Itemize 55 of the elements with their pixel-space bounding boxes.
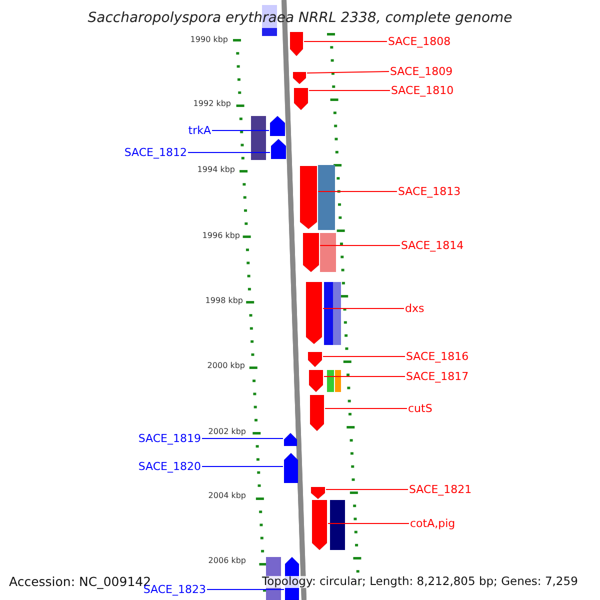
gene-label: SACE_1810	[391, 85, 454, 96]
gene-label: dxs	[405, 303, 424, 314]
gene-label: SACE_1817	[406, 371, 469, 382]
gene-symbol	[310, 395, 324, 431]
gene-label: SACE_1820	[138, 461, 201, 472]
leader-line	[322, 356, 406, 357]
scale-label: 1996 kbp	[202, 232, 240, 240]
gene-label: SACE_1812	[124, 147, 187, 158]
gene-symbol	[303, 233, 319, 272]
gene-label: cutS	[408, 403, 432, 414]
leader-line	[212, 130, 270, 131]
scale-label: 2004 kbp	[208, 492, 246, 500]
topology-text: Topology: circular; Length: 8,212,805 bp; Genes: 7,259	[262, 576, 578, 588]
leader-line	[306, 71, 390, 74]
scale-label: 1990 kbp	[190, 36, 228, 44]
scale-label: 1992 kbp	[193, 100, 231, 108]
scale-label: 2002 kbp	[208, 428, 246, 436]
gene-symbol	[300, 166, 317, 229]
leader-line	[324, 408, 408, 409]
title: Saccharopolyspora erythraea NRRL 2338, complete genome	[86, 11, 514, 25]
scale-label: 2000 kbp	[207, 362, 245, 370]
gene-symbol	[293, 72, 306, 84]
leader-line	[202, 466, 284, 467]
gene-symbol	[308, 352, 322, 367]
scale-label: 2006 kbp	[208, 557, 246, 565]
gene-symbol	[284, 453, 298, 483]
gene-label: trkA	[188, 125, 211, 136]
gene-label: SACE_1813	[398, 186, 461, 197]
gene-label: SACE_1816	[406, 351, 469, 362]
gene-label: SACE_1819	[138, 433, 201, 444]
leader-line	[202, 438, 284, 439]
gene-label: SACE_1821	[409, 484, 472, 495]
leader-line	[320, 245, 400, 246]
leader-line	[308, 90, 390, 91]
gene-symbol	[284, 433, 297, 446]
gene-symbol	[309, 370, 323, 392]
gene-symbol	[290, 32, 303, 56]
gene-symbol	[306, 282, 322, 344]
leader-line	[322, 308, 404, 309]
leader-line	[324, 376, 406, 377]
gene-symbol	[294, 88, 308, 110]
scale-label: 1994 kbp	[197, 166, 235, 174]
leader-line	[326, 489, 408, 490]
gene-label: cotA,pig	[410, 518, 456, 529]
leader-line	[206, 589, 284, 590]
gene-label: SACE_1809	[390, 66, 453, 77]
leader-line	[328, 523, 410, 524]
gene-symbol	[270, 116, 285, 136]
scale-label: 1998 kbp	[205, 297, 243, 305]
leader-line	[304, 41, 388, 42]
leader-line	[318, 191, 398, 192]
gene-label: SACE_1808	[388, 36, 451, 47]
gene-label: SACE_1814	[401, 240, 464, 251]
leader-line	[188, 152, 270, 153]
gene-symbol	[271, 139, 286, 159]
